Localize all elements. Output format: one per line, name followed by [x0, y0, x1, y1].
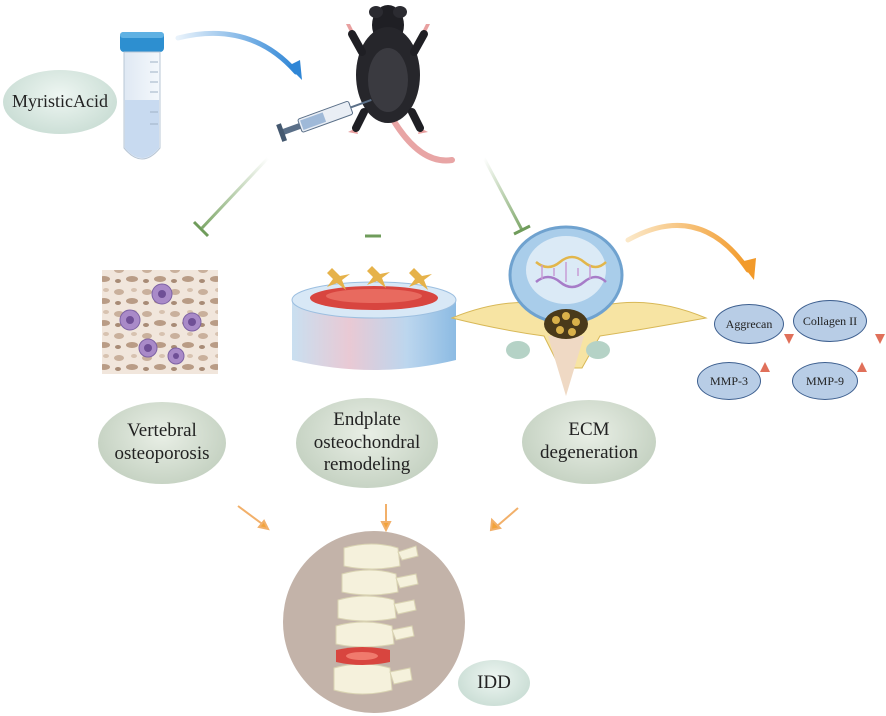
vertebral-line-1: Vertebral — [127, 420, 197, 442]
idd-label: IDD — [458, 660, 530, 706]
endplate-line-2: osteochondral — [313, 431, 421, 453]
marker-mmp-3-label: MMP-3 — [709, 373, 748, 388]
curved-arrow-icon — [625, 223, 756, 280]
up-arrow-icon — [857, 362, 867, 412]
idd-text: IDD — [477, 671, 511, 693]
bone-tissue-icon — [102, 270, 218, 374]
down-arrow-icon — [784, 300, 794, 344]
endplate-disc-icon — [291, 266, 457, 370]
ecm-line-1: ECM — [568, 419, 610, 441]
marker-mmp-9-label: MMP-9 — [805, 373, 844, 388]
marker-arrows — [760, 300, 885, 412]
inhibition-line-middle — [365, 160, 381, 238]
spine-circle-icon — [283, 531, 465, 713]
convergence-arrows — [237, 504, 519, 533]
marker-mmp-3: MMP-3 — [697, 362, 761, 400]
myristic-acid-line-1: Myristic — [12, 91, 73, 112]
marker-collagen-ii: Collagen II — [793, 300, 867, 342]
vertebral-osteoporosis-label: Vertebral osteoporosis — [98, 402, 226, 484]
marker-collagen-ii-label: Collagen II — [802, 313, 858, 328]
myristic-acid-label: Myristic Acid — [3, 70, 117, 134]
inhibition-line-right — [482, 157, 531, 236]
endplate-line-1: Endplate — [333, 408, 401, 430]
marker-aggrecan: Aggrecan — [714, 304, 784, 344]
mouse-icon — [346, 5, 455, 164]
down-arrow-icon — [875, 300, 885, 344]
endplate-line-3: remodeling — [323, 454, 411, 476]
up-arrow-icon — [760, 362, 770, 412]
marker-aggrecan-label: Aggrecan — [725, 316, 773, 331]
myristic-acid-line-2: Acid — [73, 91, 108, 112]
curved-arrow-icon — [175, 30, 302, 80]
syringe-icon — [276, 99, 372, 142]
ecm-degeneration-label: ECM degeneration — [522, 400, 656, 484]
vertebral-line-2: osteoporosis — [114, 443, 210, 464]
disc-cross-section-icon — [450, 225, 708, 396]
endplate-remodeling-label: Endplate osteochondral remodeling — [296, 398, 438, 488]
ecm-line-2: degeneration — [539, 442, 639, 463]
test-tube-icon — [120, 32, 164, 160]
inhibition-line-left — [192, 156, 270, 238]
marker-mmp-9: MMP-9 — [792, 362, 858, 400]
